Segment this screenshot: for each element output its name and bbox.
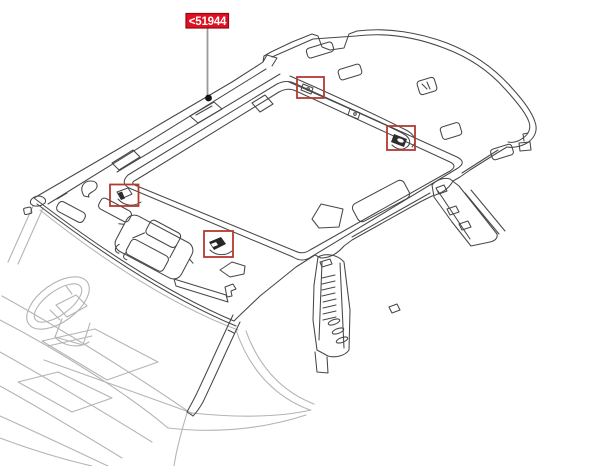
svg-text:<51944: <51944 xyxy=(189,16,227,28)
